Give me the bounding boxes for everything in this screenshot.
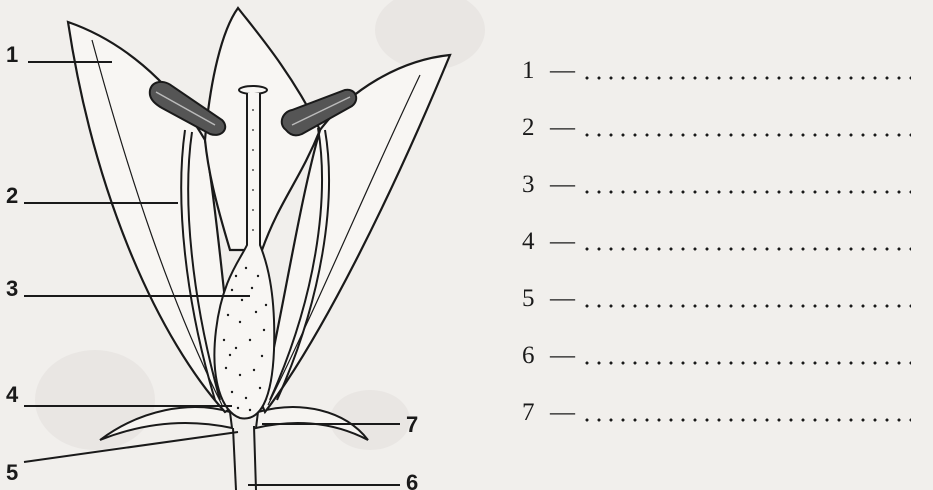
answer-dash: — — [550, 285, 575, 313]
answer-blank[interactable] — [581, 361, 911, 365]
answer-number: 7 — [522, 399, 544, 427]
answer-dash: — — [550, 114, 575, 142]
answer-dash: — — [550, 228, 575, 256]
callout-3: 3 — [6, 276, 18, 301]
callout-7: 7 — [406, 412, 418, 437]
answer-row-2: 2 — — [522, 113, 911, 143]
answer-dash: — — [550, 399, 575, 427]
answer-row-7: 7 — — [522, 398, 911, 428]
answer-dash: — — [550, 171, 575, 199]
answer-number: 5 — [522, 285, 544, 313]
answer-row-1: 1 — — [522, 56, 911, 86]
answer-number: 4 — [522, 228, 544, 256]
answer-blank[interactable] — [581, 190, 911, 194]
answer-blank[interactable] — [581, 76, 911, 80]
answer-dash: — — [550, 342, 575, 370]
answer-blank[interactable] — [581, 418, 911, 422]
callout-6: 6 — [406, 470, 418, 490]
answer-row-4: 4 — — [522, 227, 911, 257]
answer-dash: — — [550, 57, 575, 85]
answer-number: 3 — [522, 171, 544, 199]
answer-number: 6 — [522, 342, 544, 370]
answer-blank[interactable] — [581, 247, 911, 251]
stem — [233, 426, 256, 490]
answer-row-3: 3 — — [522, 170, 911, 200]
answer-row-5: 5 — — [522, 284, 911, 314]
answer-row-6: 6 — — [522, 341, 911, 371]
callout-1: 1 — [6, 42, 18, 67]
callout-5: 5 — [6, 460, 18, 485]
answer-number: 1 — [522, 57, 544, 85]
answer-blank[interactable] — [581, 133, 911, 137]
answer-number: 2 — [522, 114, 544, 142]
answer-blank[interactable] — [581, 304, 911, 308]
callout-4: 4 — [6, 382, 19, 407]
callout-2: 2 — [6, 183, 18, 208]
